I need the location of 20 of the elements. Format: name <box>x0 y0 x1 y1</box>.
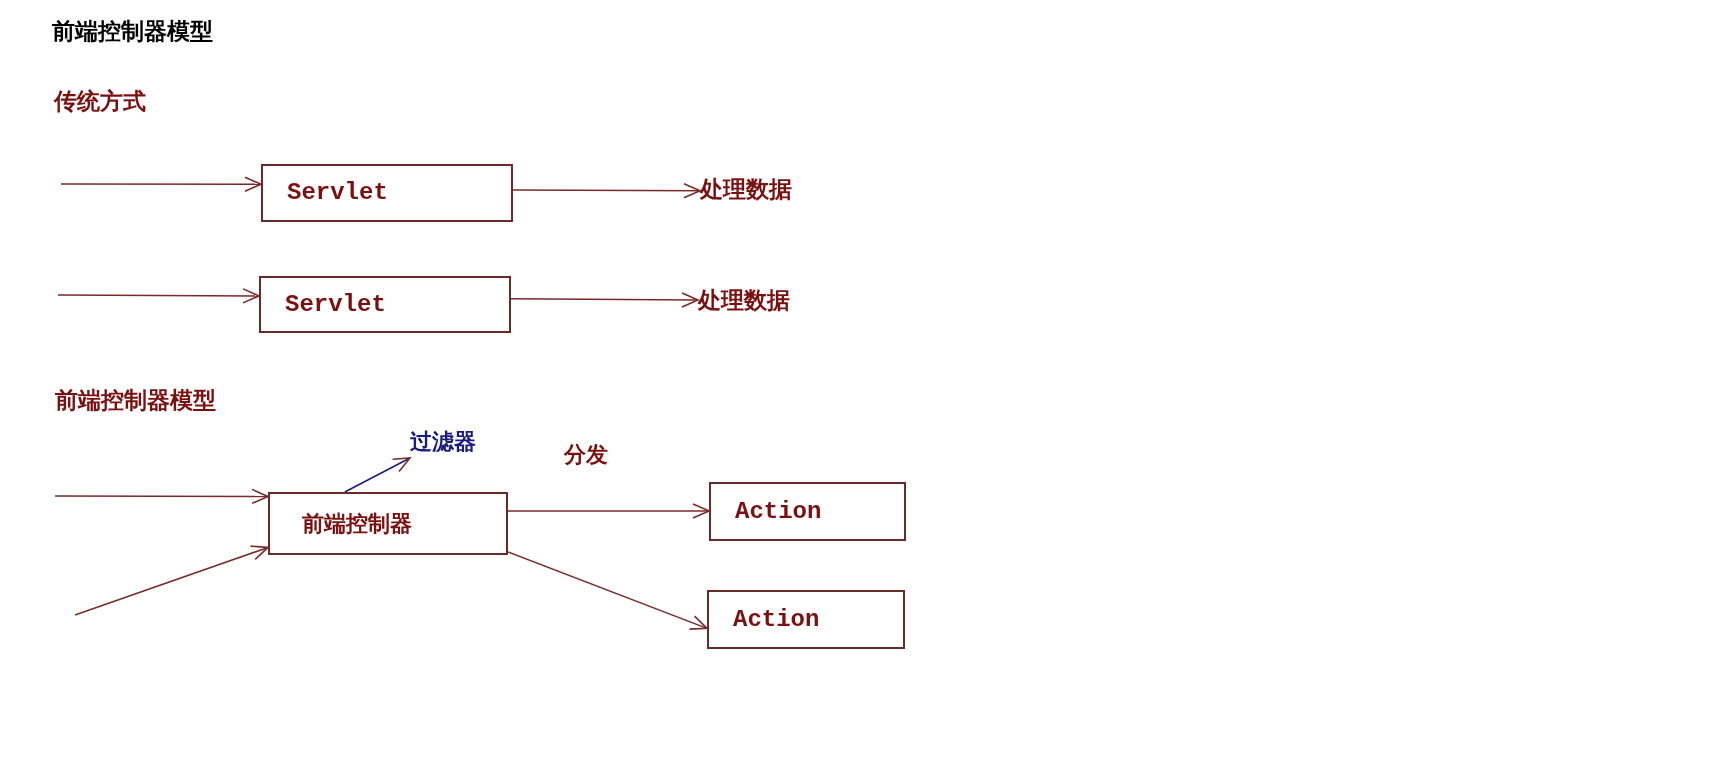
arrow <box>344 457 411 493</box>
node-label: 处理数据 <box>698 283 818 317</box>
arrow <box>512 182 701 199</box>
arrow <box>507 503 710 519</box>
section-heading: 传统方式 <box>54 87 146 116</box>
process-box: Action <box>709 482 906 541</box>
arrow <box>57 288 260 304</box>
process-box: Action <box>707 590 905 649</box>
section-heading: 前端控制器模型 <box>55 386 216 415</box>
process-box: 前端控制器 <box>268 492 508 555</box>
heading: 前端控制器模型 <box>52 17 213 46</box>
arrow <box>510 292 699 308</box>
process-box: Servlet <box>259 276 511 333</box>
arrow <box>74 545 269 616</box>
process-box: Servlet <box>261 164 513 222</box>
node-label: 过滤器 <box>410 424 500 458</box>
arrow <box>60 176 262 193</box>
arrow <box>507 551 708 630</box>
arrow <box>54 488 269 505</box>
node-label: 处理数据 <box>700 172 820 206</box>
